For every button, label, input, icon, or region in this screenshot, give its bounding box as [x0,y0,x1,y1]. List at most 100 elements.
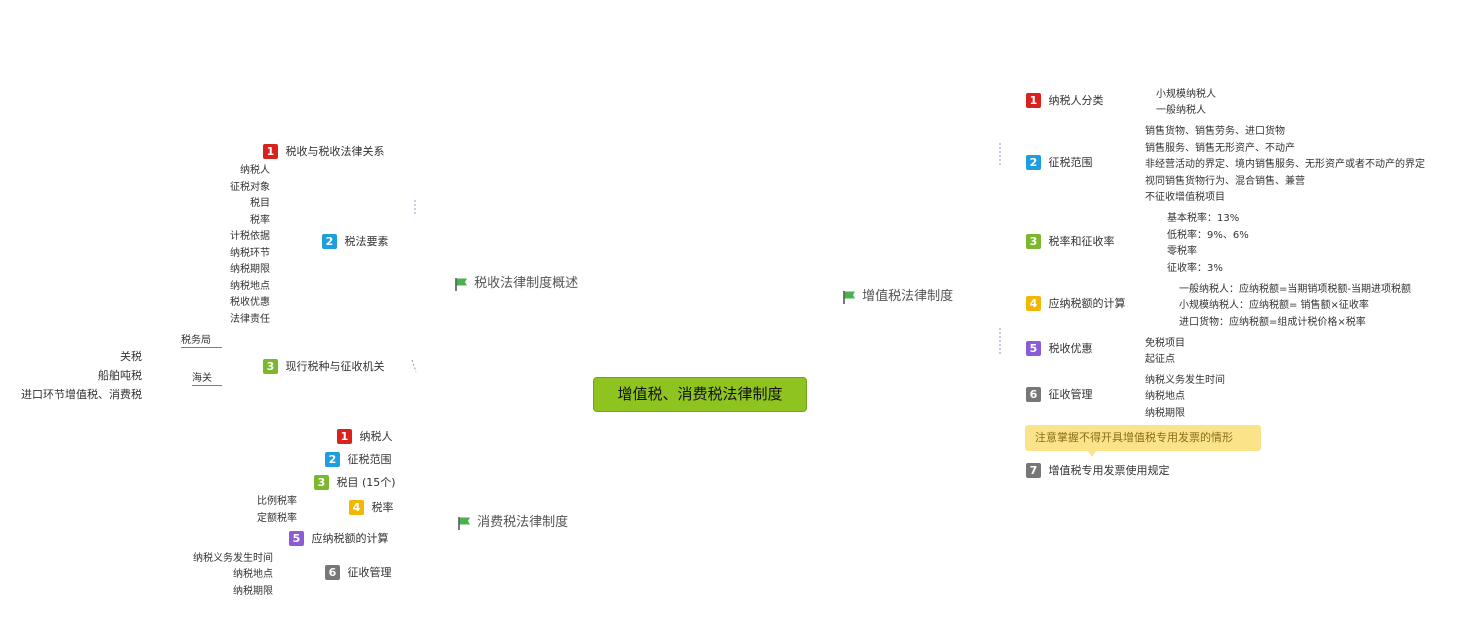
number-badge-icon: 6 [1026,387,1041,402]
item-label: 纳税人 [359,430,393,443]
flag-icon [455,277,467,291]
number-badge-icon: 4 [349,500,364,515]
note-callout-tail [1088,451,1096,457]
list-item: 纳税期限 [230,264,270,275]
number-badge-icon: 3 [263,359,278,374]
list-item: 法律责任 [230,314,270,325]
central-topic[interactable]: 增值税、消费税法律制度 [593,377,807,412]
overview-item-3[interactable]: 3 现行税种与征收机关 [263,359,385,375]
flag-icon [458,516,470,530]
list-item: 小规模纳税人：应纳税额= 销售额×征收率 [1179,300,1369,311]
item-label: 税法要素 [344,235,389,248]
note-callout: 注意掌握不得开具增值税专用发票的情形 [1025,425,1261,451]
item-label: 税率和征收率 [1048,235,1115,248]
item-label: 征收管理 [1048,388,1093,401]
item-label: 应纳税额的计算 [1048,297,1126,310]
number-badge-icon: 3 [1026,234,1041,249]
list-item: 税收优惠 [230,297,270,308]
item-label: 税收优惠 [1048,342,1093,355]
list-item: 进口货物：应纳税额=组成计税价格×税率 [1179,317,1366,328]
item-label: 现行税种与征收机关 [285,360,385,373]
vat-item-2[interactable]: 2 征税范围 [1026,155,1093,171]
list-item: 视同销售货物行为、混合销售、兼营 [1145,176,1305,187]
consumption-item-1[interactable]: 1 纳税人 [337,429,393,445]
number-badge-icon: 1 [1026,93,1041,108]
overview-item-2[interactable]: 2 税法要素 [322,234,389,250]
list-item: 纳税地点 [230,281,270,292]
item-label: 税收与税收法律关系 [285,145,385,158]
item-label: 增值税专用发票使用规定 [1048,464,1170,477]
agency-customs: 海关 [192,372,222,386]
list-item: 起征点 [1145,354,1175,365]
list-item: 定额税率 [257,513,297,524]
topic-consumption-tax[interactable]: 消费税法律制度 [457,514,568,532]
flag-icon [843,290,855,304]
vat-item-6[interactable]: 6 征收管理 [1026,387,1093,403]
vat-item-5[interactable]: 5 税收优惠 [1026,341,1093,357]
list-item: 纳税地点 [1145,391,1185,402]
item-label: 征税范围 [347,453,392,466]
item-label: 税率 [371,501,394,514]
list-item: 船舶吨税 [98,369,142,382]
number-badge-icon: 5 [1026,341,1041,356]
number-badge-icon: 2 [1026,155,1041,170]
list-item: 纳税人 [240,165,270,176]
list-item: 进口环节增值税、消费税 [21,388,142,401]
list-item: 小规模纳税人 [1156,89,1216,100]
topic-vat[interactable]: 增值税法律制度 [842,288,953,306]
list-item: 销售货物、销售劳务、进口货物 [1145,126,1285,137]
list-item: 纳税期限 [233,586,273,597]
number-badge-icon: 4 [1026,296,1041,311]
item-label: 征税范围 [1048,156,1093,169]
list-item: 零税率 [1167,246,1197,257]
topic-label: 税收法律制度概述 [474,276,579,291]
list-item: 税目 [250,198,270,209]
agency-tax-bureau: 税务局 [181,334,222,348]
vat-item-1[interactable]: 1 纳税人分类 [1026,93,1104,109]
list-item: 一般纳税人 [1156,105,1206,116]
number-badge-icon: 2 [322,234,337,249]
list-item: 纳税期限 [1145,408,1185,419]
topic-tax-overview[interactable]: 税收法律制度概述 [454,275,578,293]
item-label: 税目 (15个) [336,476,396,489]
number-badge-icon: 6 [325,565,340,580]
number-badge-icon: 1 [337,429,352,444]
topic-label: 增值税法律制度 [862,289,954,304]
consumption-item-3[interactable]: 3 税目 (15个) [314,475,396,491]
list-item: 非经营活动的界定、境内销售服务、无形资产或者不动产的界定 [1145,159,1425,170]
list-item: 纳税地点 [233,569,273,580]
list-item: 免税项目 [1145,338,1185,349]
number-badge-icon: 5 [289,531,304,546]
consumption-item-6[interactable]: 6 征收管理 [325,565,392,581]
number-badge-icon: 1 [263,144,278,159]
list-item: 征税对象 [230,182,270,193]
list-item: 销售服务、销售无形资产、不动产 [1145,143,1295,154]
overview-item-1[interactable]: 1 税收与税收法律关系 [263,144,385,160]
list-item: 不征收增值税项目 [1145,192,1225,203]
consumption-item-5[interactable]: 5 应纳税额的计算 [289,531,389,547]
number-badge-icon: 7 [1026,463,1041,478]
vat-item-3[interactable]: 3 税率和征收率 [1026,234,1115,250]
list-item: 计税依据 [230,231,270,242]
list-item: 税率 [250,215,270,226]
list-item: 一般纳税人：应纳税额=当期销项税额-当期进项税额 [1179,284,1411,295]
item-label: 应纳税额的计算 [311,532,389,545]
item-label: 纳税人分类 [1048,94,1104,107]
vat-item-7[interactable]: 7 增值税专用发票使用规定 [1026,463,1170,479]
item-label: 征收管理 [347,566,392,579]
consumption-item-4[interactable]: 4 税率 [349,500,394,516]
consumption-item-2[interactable]: 2 征税范围 [325,452,392,468]
list-item: 纳税环节 [230,248,270,259]
vat-item-4[interactable]: 4 应纳税额的计算 [1026,296,1126,312]
list-item: 基本税率：13% [1167,213,1240,224]
list-item: 征收率：3% [1167,263,1223,274]
list-item: 关税 [120,350,142,363]
list-item: 纳税义务发生时间 [1145,375,1225,386]
list-item: 低税率：9%、6% [1167,230,1249,241]
topic-label: 消费税法律制度 [477,515,569,530]
list-item: 纳税义务发生时间 [193,553,273,564]
list-item: 比例税率 [257,496,297,507]
number-badge-icon: 2 [325,452,340,467]
number-badge-icon: 3 [314,475,329,490]
